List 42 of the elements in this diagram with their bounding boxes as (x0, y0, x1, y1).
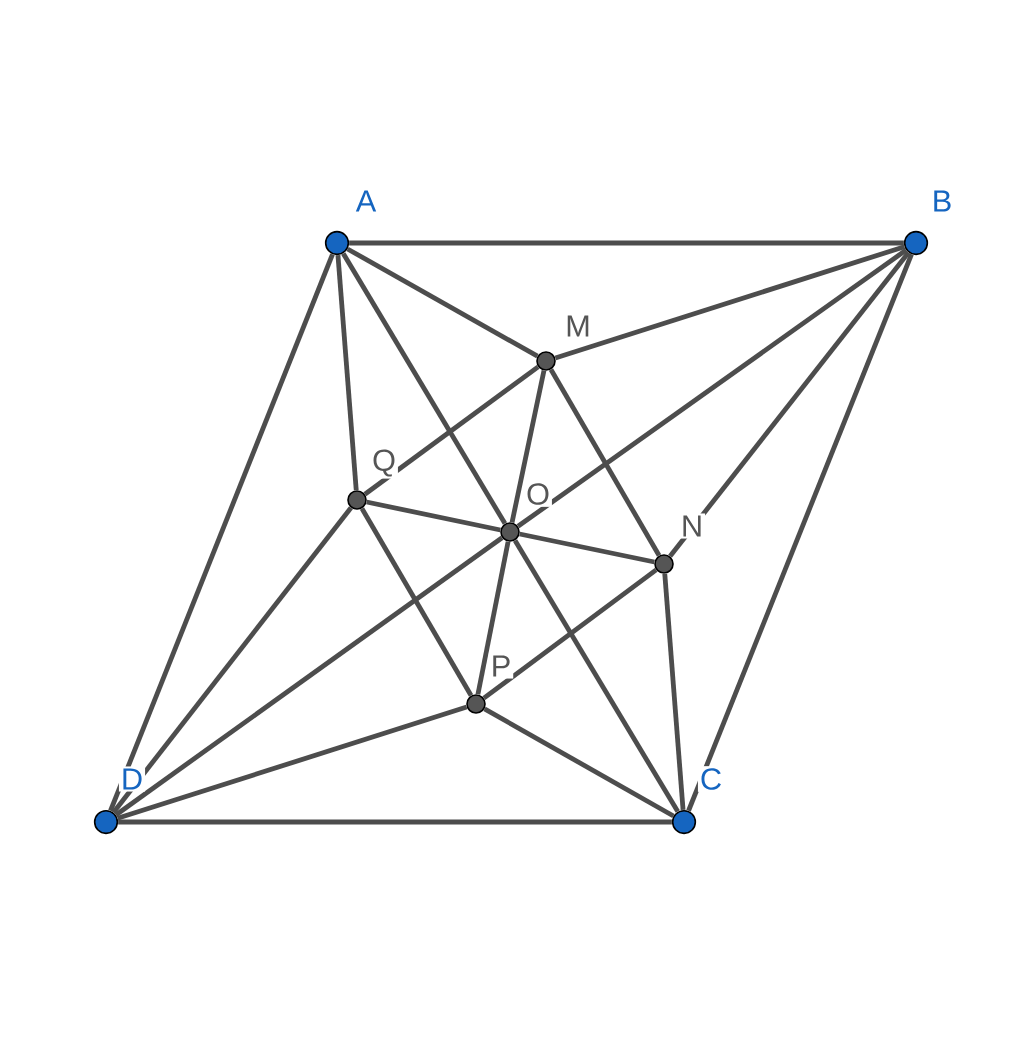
line-segment (114, 535, 504, 817)
point (654, 554, 674, 574)
point-label: C (697, 766, 725, 792)
line-segment (668, 251, 911, 558)
point (500, 522, 520, 542)
point (536, 351, 556, 371)
line-segment (509, 370, 547, 523)
line-segment (359, 507, 474, 697)
point-label: D (118, 766, 146, 792)
line-segment (513, 539, 680, 813)
line-segment (363, 364, 540, 497)
line-segment (346, 246, 539, 359)
point-label: A (353, 188, 379, 214)
line-segment (519, 531, 655, 565)
line-segment (335, 254, 359, 491)
line-segment (116, 704, 468, 821)
point (671, 809, 697, 835)
point-label: O (524, 481, 552, 507)
line-segment (475, 541, 511, 695)
line-segment (554, 244, 906, 361)
line-segment (483, 706, 675, 819)
point-label: Q (370, 447, 398, 479)
line-segment (482, 567, 658, 701)
line-segment (111, 506, 353, 814)
line-segment (366, 499, 501, 533)
point (93, 809, 119, 835)
point-label: B (929, 188, 955, 214)
point (324, 230, 350, 256)
point-label: N (678, 513, 706, 539)
line-segment (349, 240, 904, 246)
line-segment (341, 252, 508, 525)
point-label: P (488, 653, 514, 679)
line-segment (108, 253, 335, 812)
line-segment (548, 368, 662, 557)
point (347, 490, 367, 510)
point-label: M (563, 313, 593, 339)
line-segment (662, 573, 686, 811)
point (903, 230, 929, 256)
line-segment (118, 819, 672, 825)
line-segment (686, 253, 914, 812)
line-segment (516, 248, 908, 529)
point (466, 694, 486, 714)
